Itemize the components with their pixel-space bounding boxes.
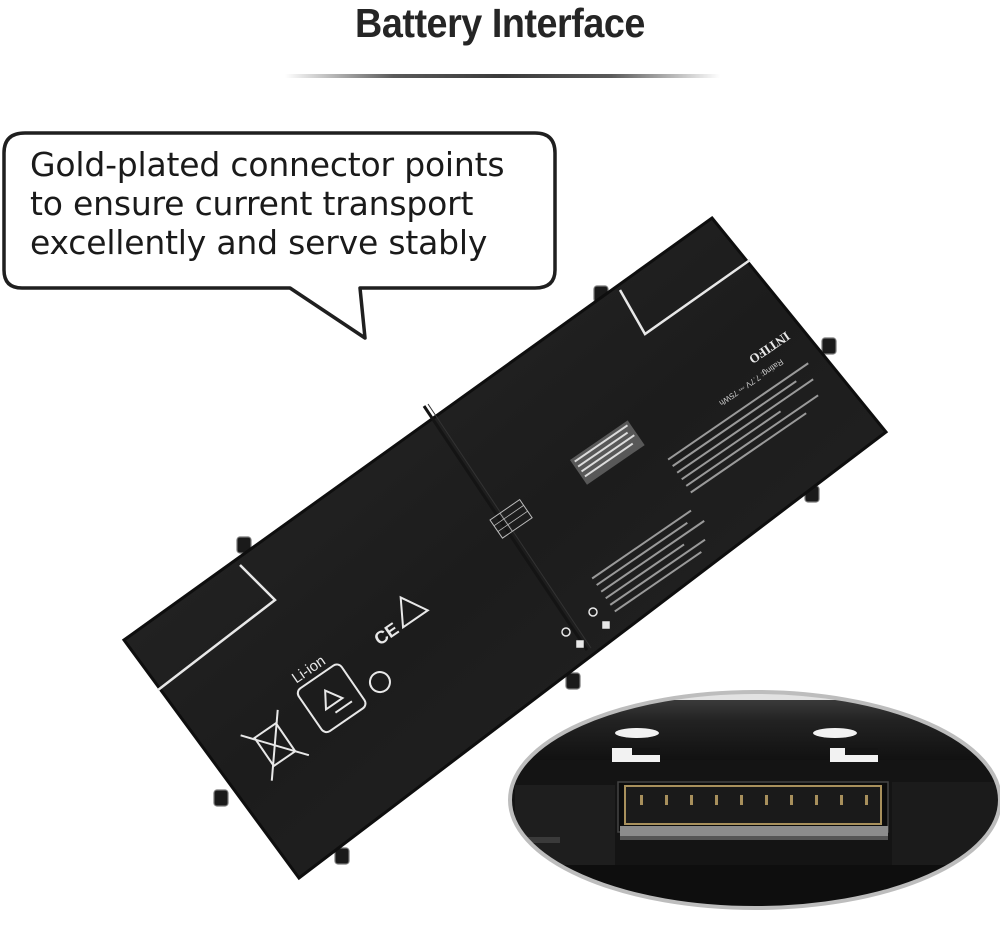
warning-icon <box>399 595 430 630</box>
barcode-block <box>570 420 645 485</box>
page-title: Battery Interface <box>355 0 645 46</box>
callout-line: excellently and serve stably <box>30 223 488 262</box>
crossed-bin-icon <box>240 709 310 781</box>
callout-line: to ensure current transport <box>30 184 474 223</box>
battery-pack: INTIFO Rating: 7.7V ⎓ 75Wh <box>121 215 889 881</box>
terminal-markings <box>561 607 610 648</box>
battery-body <box>121 215 889 881</box>
connector-zoom-inset <box>508 690 1000 910</box>
speech-bubble <box>2 131 557 340</box>
callout-text: Gold-plated connector points to ensure c… <box>30 145 550 262</box>
recycle-icon <box>296 663 367 734</box>
corner-label-lines <box>157 258 751 691</box>
mounting-tabs <box>213 285 837 865</box>
spec-table <box>489 498 533 539</box>
callout-line: Gold-plated connector points <box>30 145 505 184</box>
title-divider <box>285 74 720 78</box>
certification-circle-icon <box>368 671 391 694</box>
